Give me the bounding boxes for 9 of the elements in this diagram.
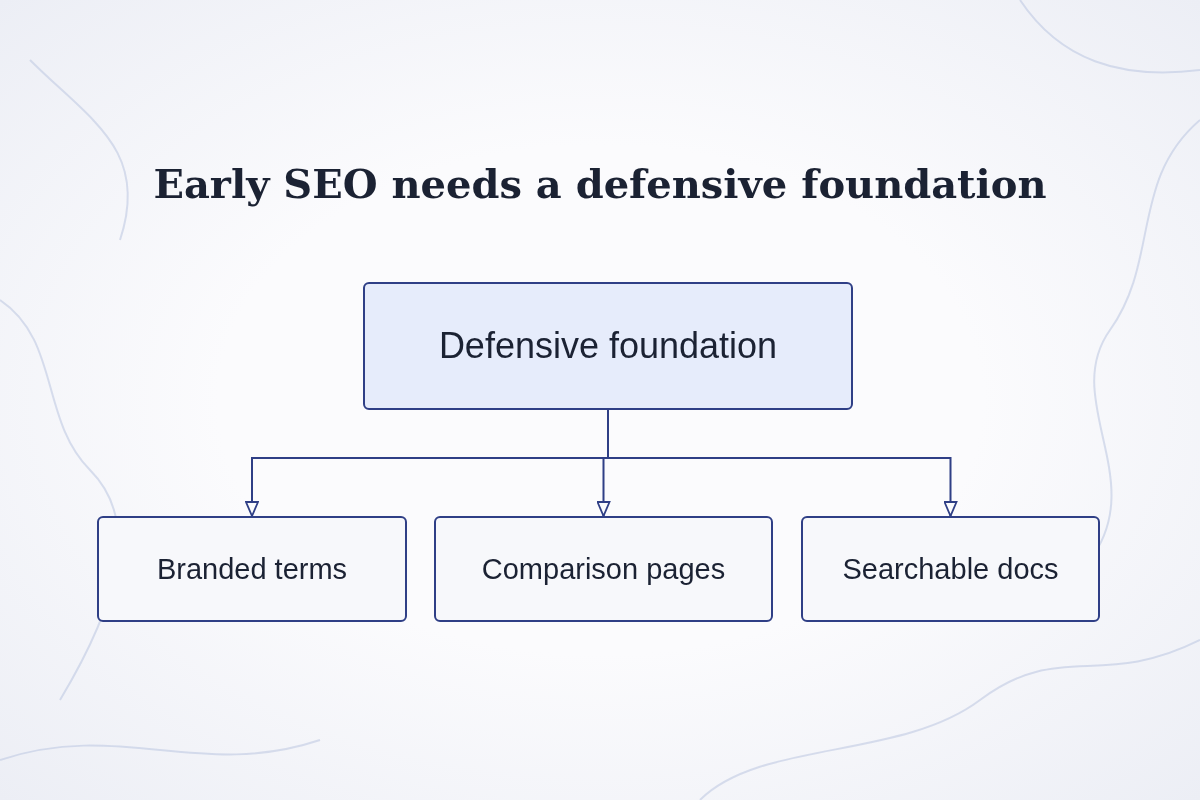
node-label: Searchable docs [842, 552, 1059, 586]
node-label: Branded terms [156, 552, 348, 586]
node-label: Defensive foundation [438, 325, 778, 367]
node-label: Comparison pages [481, 552, 726, 586]
child-box [434, 516, 773, 622]
child-box [801, 516, 1100, 622]
root-box [363, 282, 853, 410]
child-box [97, 516, 407, 622]
title: Early SEO needs a defensive foundation [152, 160, 1048, 208]
